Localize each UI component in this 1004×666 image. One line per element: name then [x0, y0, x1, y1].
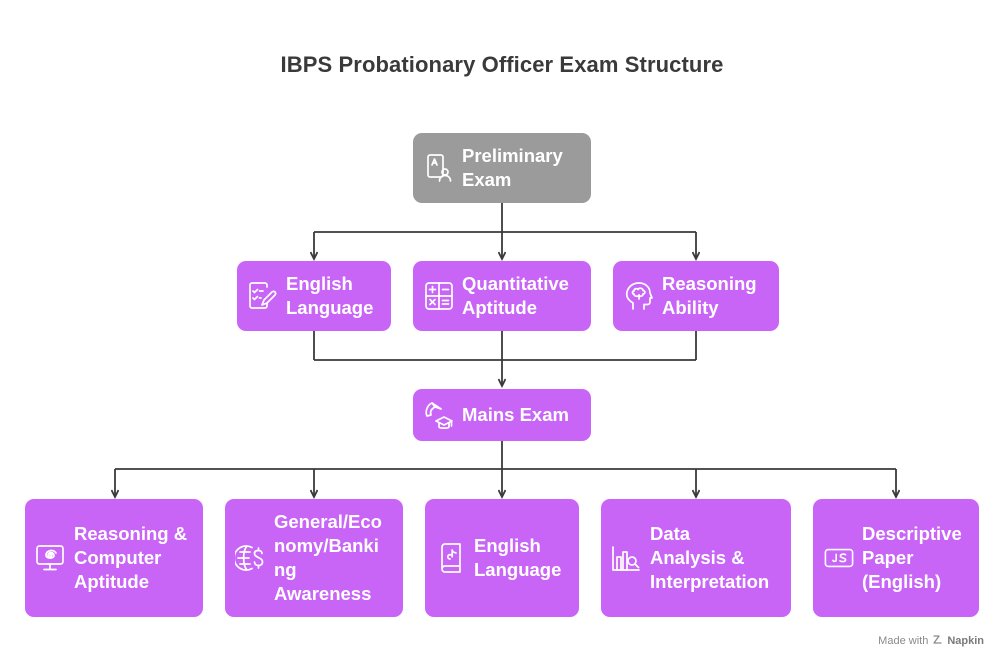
node-label: General/Eco nomy/Banki ng Awareness	[274, 511, 382, 604]
monitor-swirl-icon	[35, 543, 65, 573]
napkin-logo-icon	[932, 634, 943, 648]
mortarboard-icon	[423, 400, 453, 430]
node-reasoning-computer-aptitude: Reasoning & Computer Aptitude	[25, 499, 203, 617]
node-label: English Language	[474, 535, 562, 580]
footer-prefix: Made with	[878, 635, 929, 647]
node-preliminary-exam: Preliminary Exam	[413, 133, 591, 203]
footer-credit: Made with Napkin	[878, 634, 984, 648]
calculator-icon	[424, 281, 454, 311]
node-label: Quantitative Aptitude	[462, 273, 569, 318]
js-badge-icon	[824, 546, 854, 570]
exam-person-icon	[425, 153, 453, 183]
node-english-language-mains: English Language	[425, 499, 579, 617]
brain-head-icon	[624, 281, 654, 311]
node-reasoning-ability: Reasoning Ability	[613, 261, 779, 331]
page-title: IBPS Probationary Officer Exam Structure	[280, 52, 724, 77]
node-descriptive-paper: Descriptive Paper (English)	[813, 499, 979, 617]
chart-magnifier-icon	[611, 543, 641, 573]
node-label: Preliminary Exam	[462, 145, 563, 190]
node-label: Reasoning Ability	[662, 273, 757, 318]
node-label: Mains Exam	[462, 404, 569, 425]
node-english-language-prelim: English Language	[237, 261, 391, 331]
node-mains-exam: Mains Exam	[413, 389, 591, 441]
node-label: Reasoning & Computer Aptitude	[74, 523, 188, 592]
node-label: English Language	[286, 273, 374, 318]
node-quantitative-aptitude: Quantitative Aptitude	[413, 261, 591, 331]
node-data-analysis-interpretation: Data Analysis & Interpretation	[601, 499, 791, 617]
node-general-economy-banking-awareness: General/Eco nomy/Banki ng Awareness	[225, 499, 403, 617]
node-label: Data Analysis & Interpretation	[650, 523, 770, 592]
footer-brand: Napkin	[947, 635, 984, 647]
book-icon	[437, 542, 465, 574]
checklist-pen-icon	[247, 281, 277, 311]
node-label: Descriptive Paper (English)	[862, 523, 962, 592]
globe-dollar-icon	[235, 543, 265, 573]
